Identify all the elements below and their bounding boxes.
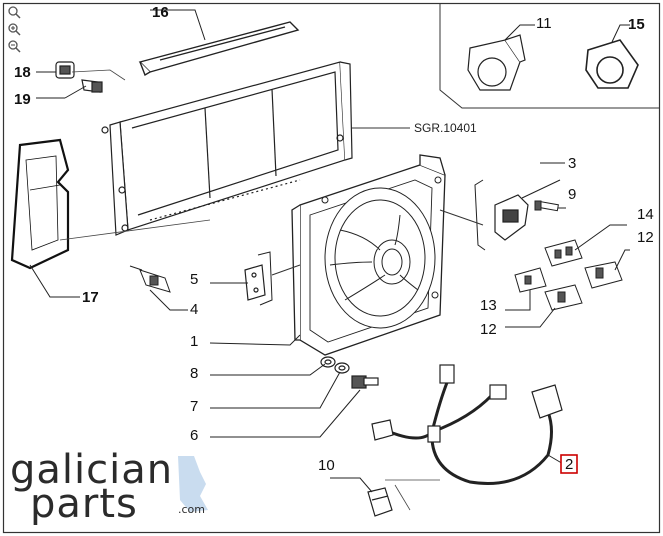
radiator bbox=[101, 61, 353, 236]
washer-7 bbox=[334, 362, 350, 374]
bolt-6 bbox=[351, 375, 379, 389]
assembly-reference: SGR.10401 bbox=[414, 121, 477, 135]
air-deflector-17 bbox=[10, 138, 70, 270]
callout-2[interactable]: 2 bbox=[565, 456, 573, 473]
logo-line2: parts bbox=[30, 481, 138, 525]
bracket-5 bbox=[244, 264, 266, 301]
callout-16: 16 bbox=[152, 4, 169, 21]
callout-7: 7 bbox=[190, 398, 198, 415]
clip-10 bbox=[367, 487, 393, 517]
callout-12-top: 12 bbox=[637, 229, 654, 246]
bolt-19 bbox=[81, 79, 103, 93]
radiator-mount-bar bbox=[138, 21, 300, 77]
temp-sensor-4 bbox=[129, 265, 171, 293]
connector-12-top bbox=[584, 261, 623, 289]
callout-13: 13 bbox=[480, 297, 497, 314]
screw-9 bbox=[534, 200, 559, 212]
nut-18 bbox=[55, 61, 75, 79]
callout-14: 14 bbox=[637, 206, 654, 223]
callout-5: 5 bbox=[190, 271, 198, 288]
resistor-3 bbox=[494, 194, 529, 241]
zoom-in-icon[interactable] bbox=[7, 22, 21, 36]
callout-2-highlight[interactable]: 2 bbox=[560, 454, 578, 474]
callout-3: 3 bbox=[568, 155, 576, 172]
logo-line1: galician bbox=[10, 450, 173, 493]
callout-9: 9 bbox=[568, 186, 576, 203]
callout-10: 10 bbox=[318, 457, 335, 474]
clip-11 bbox=[467, 34, 526, 91]
callout-19: 19 bbox=[14, 91, 31, 108]
callout-15: 15 bbox=[628, 16, 645, 33]
connector-12-bottom bbox=[544, 284, 583, 311]
callout-12-bottom: 12 bbox=[480, 321, 497, 338]
fan-blades bbox=[324, 187, 436, 329]
logo-map-shape bbox=[178, 456, 208, 512]
callout-6: 6 bbox=[190, 427, 198, 444]
callout-11: 11 bbox=[536, 15, 552, 32]
callout-17: 17 bbox=[82, 289, 99, 306]
callout-8: 8 bbox=[190, 365, 198, 382]
callout-4: 4 bbox=[190, 301, 198, 318]
zoom-out-icon[interactable] bbox=[7, 39, 21, 53]
clip-15 bbox=[585, 39, 639, 89]
logo-suffix: .com bbox=[178, 503, 205, 516]
inset-box bbox=[439, 4, 659, 109]
wiring-harness-2 bbox=[371, 364, 563, 485]
connector-14 bbox=[544, 239, 583, 267]
galicianparts-logo: galician parts .com bbox=[10, 450, 208, 525]
zoom-reset-icon[interactable] bbox=[7, 5, 21, 19]
callout-1: 1 bbox=[190, 333, 198, 350]
connector-13 bbox=[514, 267, 547, 293]
callout-18: 18 bbox=[14, 64, 31, 81]
